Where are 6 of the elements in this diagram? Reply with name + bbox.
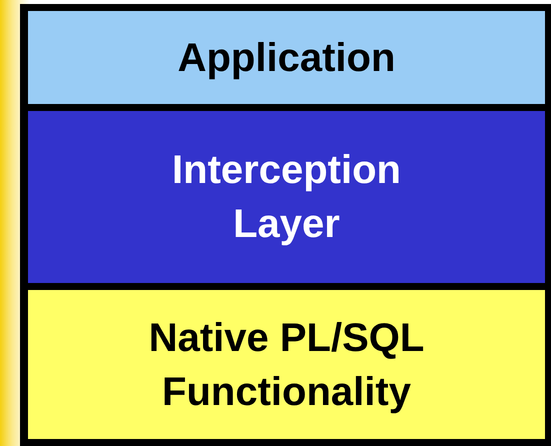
layer-label: Interception Layer	[171, 147, 402, 248]
application-layer-box	[28, 11, 545, 104]
interception-layer-box	[28, 111, 545, 283]
native-layer-box	[28, 290, 545, 439]
layer-label: Application	[178, 34, 396, 82]
layer-label: Native PL/SQL Functionality	[148, 314, 426, 416]
